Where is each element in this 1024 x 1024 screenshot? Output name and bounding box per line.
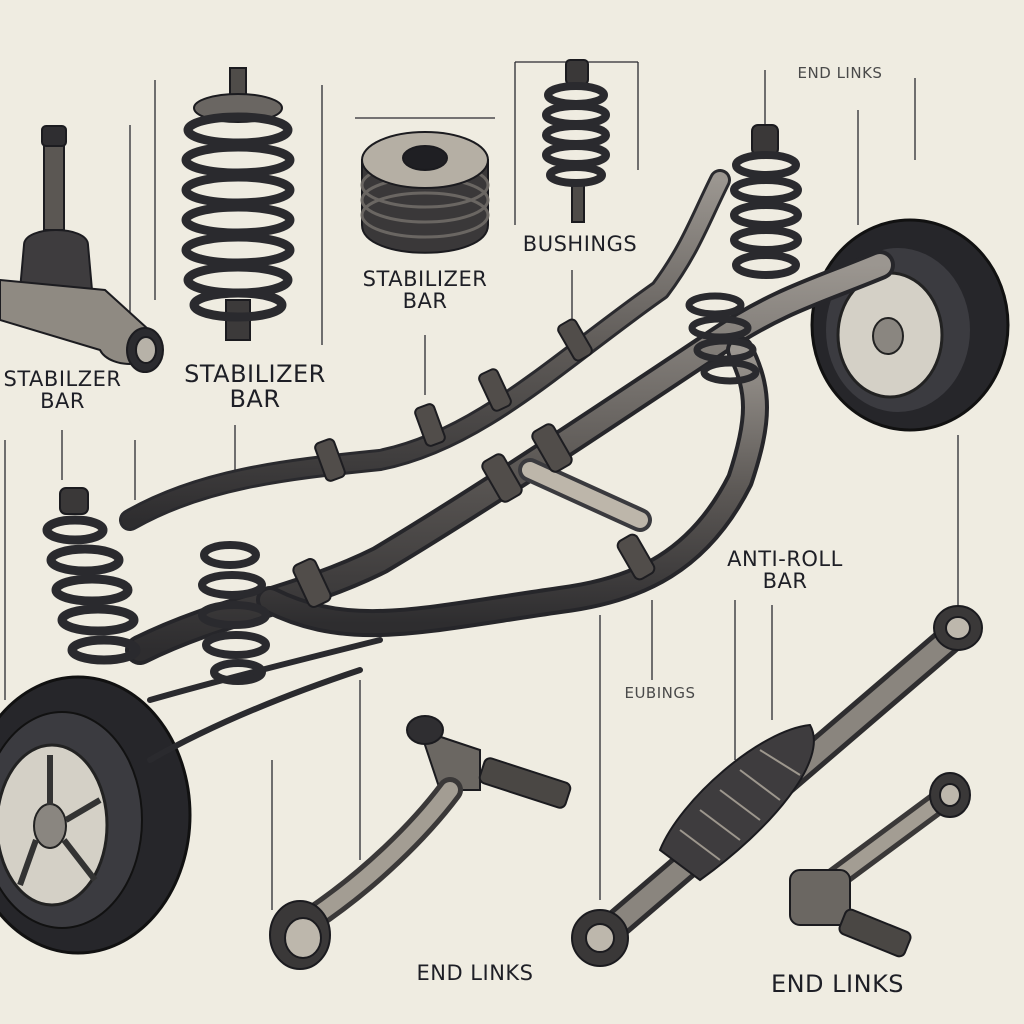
stabilizer-left-label: STABILZER BAR: [3, 367, 122, 414]
leader-lines: [4, 61, 959, 910]
anti-roll-bar-label: ANTI-ROLL BAR: [727, 547, 843, 594]
bushings-top-label: BUSHINGS: [522, 232, 638, 256]
small-shock-part: [542, 59, 610, 223]
right-shock-spring: [685, 124, 802, 385]
right-wheel: [810, 218, 1010, 432]
coil-spring-part: [181, 67, 295, 341]
end-links-top-label: END LINKS: [797, 64, 883, 82]
end-links-bottom-left-label: END LINKS: [416, 961, 534, 985]
long-link-part: [571, 605, 983, 967]
left-wheel: [0, 675, 192, 955]
end-links-bottom-right-label: END LINKS: [770, 970, 905, 998]
stabilizer-bar-assembly: [119, 169, 895, 763]
end-link-part: [269, 715, 572, 970]
ball-joint-part: [0, 125, 164, 373]
bushings-faint-label: EUBINGS: [624, 684, 696, 702]
small-end-link-part: [789, 772, 971, 958]
stabilizer-center-label: STABILIZER BAR: [362, 267, 488, 314]
stabilizer-middle-label: STABILIZER BAR: [184, 360, 326, 414]
left-shock-spring: [42, 487, 270, 685]
bushing-part: [360, 131, 490, 254]
bar-bushings: [292, 318, 656, 608]
